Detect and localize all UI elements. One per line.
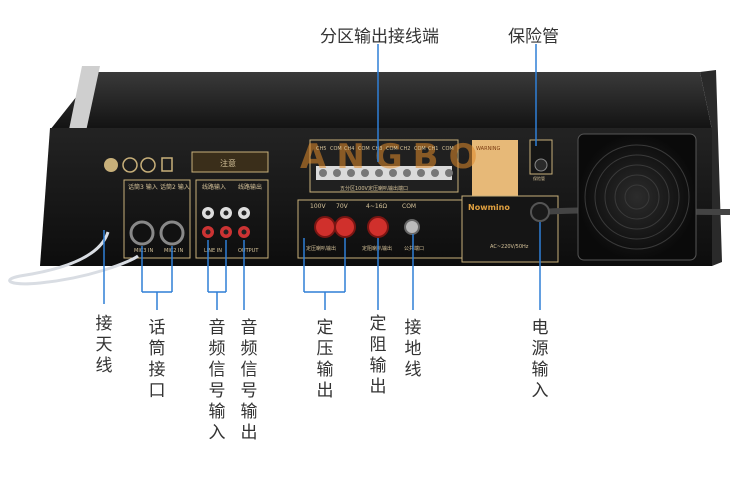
brand-plate [461,195,559,263]
output-label: OUTPUT [238,248,259,254]
constant-voltage-label: 定压输出 [316,318,334,401]
mic2-label: 话筒2 输入 [160,183,190,191]
mic3-jack-label: MIC3 IN [134,248,154,254]
terminal-com5: COM [330,146,342,152]
fuse-tag: 保险管 [533,175,545,181]
watermark: ANGBO [300,137,488,177]
antenna-label: 接天线 [95,314,113,376]
terminal-com3: COM [386,146,398,152]
antenna-wire [8,231,139,286]
terminal-ch4: CH4 [344,146,354,152]
line-out-header: 线路输出 [238,183,262,191]
ohm-label: 4~16Ω [366,203,387,210]
v70-label: 70V [336,203,349,210]
ci-tag: 定阻喇叭输出 [362,245,392,252]
power-input-label: 电源输入 [531,318,549,401]
line-in-header: 线路输入 [202,183,226,191]
terminal-ch1: CH1 [428,146,438,152]
terminal-ch3: CH3 [372,146,382,152]
fuse-label: 保险管 [508,27,559,47]
power-socket [530,202,550,222]
ground-label: 接地线 [404,318,422,380]
line-in-label: LINE IN [204,248,222,254]
caution-label [191,151,269,173]
mic3-label: 话筒3 输入 [128,183,158,191]
warning-sticker [472,140,518,196]
terminal-ch2: CH2 [400,146,410,152]
mic3-jack [129,220,155,246]
terminal-com2: COM [414,146,426,152]
mic2-jack-label: MIC2 IN [164,248,184,254]
fuse-cap [534,158,548,172]
brand-name: Nowmino [468,203,510,212]
constant-impedance-label: 定阻输出 [369,314,387,397]
v100-label: 100V [310,203,326,210]
chassis-top [50,72,712,130]
fan-rings [584,144,690,250]
line-io-section [195,179,269,259]
terminal-com1: COM [442,146,454,152]
mic2-jack [159,220,185,246]
audio-out-label: 音频信号输出 [240,318,258,443]
rca-jacks [202,207,250,238]
terminal-screws [316,166,453,180]
terminal-com4: COM [358,146,370,152]
power-tag: AC~220V/50Hz [490,244,529,250]
terminal-ch5: CH5 [316,146,326,152]
audio-in-label: 音频信号输入 [208,318,226,443]
speaker-tag: 五分区100V定压喇叭输出端口 [340,185,408,192]
gnd-tag: 公共端口 [404,245,424,252]
chassis-side [700,70,722,266]
zone-output-terminals-label: 分区输出接线端 [320,27,439,47]
caution-title: 注意 [220,158,236,168]
warning-title: WARNING [476,146,501,152]
cv-tag: 定压喇叭输出 [306,245,336,252]
binding-posts [314,216,420,238]
mic-inputs-label: 话筒接口 [148,318,166,401]
com-label: COM [402,203,416,210]
mic-section [123,179,191,259]
callout-lines [103,44,541,310]
fan-grille [577,133,697,261]
certification-icons [104,157,173,173]
